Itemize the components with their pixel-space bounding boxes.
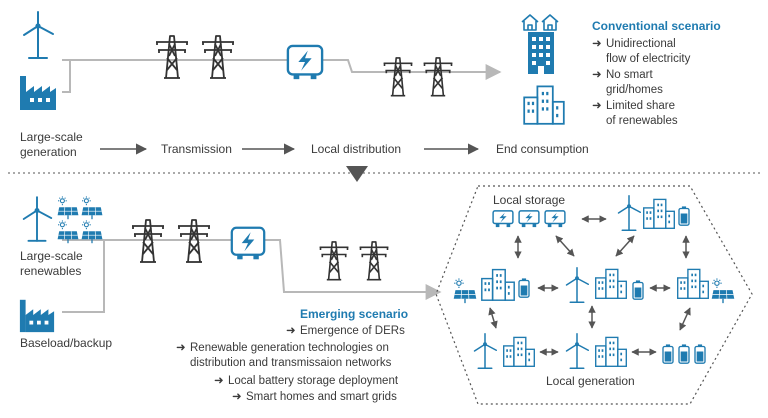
top-factory-line <box>62 60 71 93</box>
storage-unit-icon <box>518 210 540 228</box>
bullet-arrow: ➜ <box>232 391 242 403</box>
bullet-arrow: ➜ <box>286 325 296 337</box>
local-energy-network: Local storage Local generation <box>435 185 753 405</box>
bullet-arrow: ➜ <box>176 342 186 354</box>
wind-turbine-icon <box>473 332 498 370</box>
battery-icon <box>518 278 530 298</box>
network-boundary <box>435 185 753 405</box>
exchange-arrow <box>679 307 691 331</box>
solar-panel-icon <box>453 278 477 304</box>
conventional-scenario-title: Conventional scenario <box>592 19 721 33</box>
office-building-icon <box>528 32 554 74</box>
distribution-tower-icon <box>422 57 454 97</box>
stage-transmission: Transmission <box>161 142 232 156</box>
wind-turbine-icon <box>617 194 642 232</box>
city-buildings-icon <box>595 268 627 299</box>
wind-turbine-icon <box>23 11 54 59</box>
wind-turbine-icon <box>22 196 53 242</box>
emerging-scenario-title: Emerging scenario <box>300 307 408 321</box>
baseload-backup-label: Baseload/backup <box>20 336 112 350</box>
stage-end-consumption: End consumption <box>496 142 589 156</box>
exchange-arrow <box>555 235 575 257</box>
stage-local-distribution: Local distribution <box>311 142 401 156</box>
wind-turbine-icon <box>565 266 590 304</box>
battery-icon <box>662 344 674 364</box>
emerging-bullet: Local battery storage deployment <box>228 375 399 387</box>
bottom-baseload-line <box>62 240 105 313</box>
solar-panel-icon <box>56 196 80 220</box>
bullet-arrow: ➜ <box>592 100 602 112</box>
solar-panel-icon <box>80 196 104 220</box>
emerging-bullet: Smart homes and smart grids <box>246 391 397 403</box>
local-storage-label: Local storage <box>493 193 565 207</box>
city-buildings-icon <box>595 336 627 367</box>
house-icon <box>541 14 559 31</box>
transmission-tower-icon <box>201 35 235 79</box>
down-arrow-icon <box>346 166 368 182</box>
smart-meter-icon <box>286 44 324 81</box>
battery-icon <box>694 344 706 364</box>
bullet-arrow: ➜ <box>592 38 602 50</box>
distribution-tower-icon <box>358 241 390 281</box>
exchange-arrow <box>615 235 635 257</box>
factory-icon <box>19 299 55 333</box>
storage-unit-icon <box>492 210 514 228</box>
bullet-arrow: ➜ <box>214 375 224 387</box>
house-icon <box>521 14 539 31</box>
bottom-power-line <box>62 239 442 300</box>
city-buildings-icon <box>503 336 535 367</box>
battery-icon <box>632 280 644 300</box>
city-buildings-icon <box>523 85 565 125</box>
solar-panel-icon <box>711 278 735 304</box>
distribution-tower-icon <box>382 57 414 97</box>
battery-icon <box>678 206 690 226</box>
battery-icon <box>678 344 690 364</box>
bullet-arrow: ➜ <box>592 69 602 81</box>
distribution-tower-icon <box>318 241 350 281</box>
smart-meter-icon <box>230 226 266 261</box>
storage-unit-icon <box>544 210 566 228</box>
emerging-bullet: Emergence of DERs <box>300 325 405 337</box>
exchange-arrows <box>488 215 691 356</box>
emerging-scenario-bullets: ➜ Emergence of DERs ➜ Renewable generati… <box>176 325 405 403</box>
local-generation-label: Local generation <box>546 374 635 388</box>
city-buildings-icon <box>677 268 709 299</box>
factory-icon <box>20 76 56 110</box>
exchange-arrow <box>488 307 498 329</box>
wind-turbine-icon <box>565 332 590 370</box>
city-buildings-icon <box>481 268 515 301</box>
transmission-tower-icon <box>155 35 189 79</box>
city-buildings-icon <box>643 198 675 229</box>
